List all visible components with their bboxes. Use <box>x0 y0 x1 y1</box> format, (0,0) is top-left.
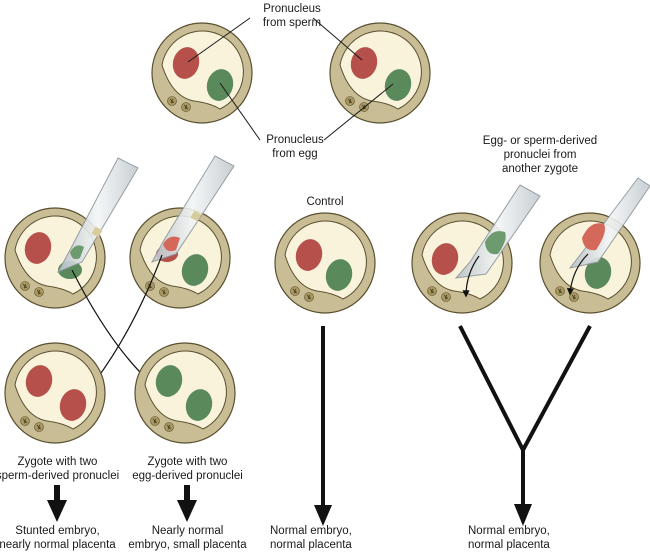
sperm-pronucleus <box>172 47 200 79</box>
label-line: Normal embryo, <box>468 525 550 537</box>
label-line: from sperm <box>262 17 322 29</box>
label-line: egg-derived pronuclei <box>132 470 243 482</box>
sperm-pronucleus <box>350 47 378 79</box>
label-line: another zygote <box>501 163 579 175</box>
label-two-sperm-pronuclei: Zygote with two sperm-derived pronuclei <box>0 455 120 483</box>
label-line: Normal embryo, <box>270 525 352 537</box>
label-line: nearly normal placenta <box>0 539 116 551</box>
zygote-control <box>274 212 376 314</box>
label-line: Pronucleus <box>263 3 321 15</box>
zygote-receive-egg-pronucleus <box>411 212 513 314</box>
micropipette-right <box>150 155 235 263</box>
label-pronucleus-from-sperm: Pronucleus from sperm <box>252 2 332 30</box>
gynogenetic-outcome-arrow <box>177 485 197 522</box>
label-control: Control <box>306 196 344 208</box>
zygote-two-sperm-pronuclei <box>4 342 106 444</box>
label-line: Nearly normal <box>151 525 224 537</box>
micropipette-insert-left <box>454 184 541 298</box>
zygote-receive-sperm-pronucleus <box>539 212 641 314</box>
outcome-swap: Normal embryo, normal placenta <box>468 524 568 552</box>
label-line: sperm-derived pronuclei <box>0 470 120 482</box>
zygote-two-egg-pronuclei <box>134 342 236 444</box>
outcome-gynogenetic: Nearly normal embryo, small placenta <box>125 524 250 552</box>
zygote-top-right <box>329 22 431 124</box>
label-line: embryo, small placenta <box>128 539 247 551</box>
label-other-zygote: Egg- or sperm-derived pronuclei from ano… <box>470 134 610 176</box>
outcome-androgenetic: Stunted embryo, nearly normal placenta <box>0 524 120 552</box>
swap-arrow-head <box>514 504 532 526</box>
label-line: Zygote with two <box>147 456 228 468</box>
label-two-egg-pronuclei: Zygote with two egg-derived pronuclei <box>125 455 250 483</box>
swap-outcome-arrow <box>458 325 592 508</box>
label-line: Zygote with two <box>17 456 98 468</box>
outcome-control: Normal embryo, normal placenta <box>270 524 370 552</box>
label-pronucleus-from-egg: Pronucleus from egg <box>255 133 335 161</box>
label-line: normal placenta <box>468 539 550 551</box>
micropipette-insert-right <box>566 177 650 296</box>
leader-lines <box>187 17 394 141</box>
egg-pronucleus <box>384 69 412 101</box>
label-line: Stunted embryo, <box>15 525 100 537</box>
androgenetic-outcome-arrow <box>47 485 67 522</box>
label-line: Egg- or sperm-derived <box>482 135 598 147</box>
control-outcome-arrow <box>314 326 332 526</box>
label-line: from egg <box>272 148 318 160</box>
micropipette-left <box>56 157 139 274</box>
label-line: normal placenta <box>270 539 352 551</box>
label-line: Pronucleus <box>266 134 324 146</box>
label-line: pronuclei from <box>503 149 577 161</box>
